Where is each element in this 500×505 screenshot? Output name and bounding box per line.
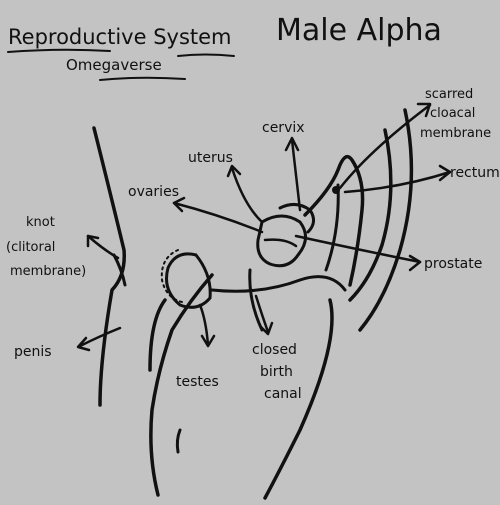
arrowhead-uterus (226, 164, 242, 178)
arrow-testes (198, 303, 210, 347)
title: Reproductive System (8, 25, 232, 49)
label-uterus: uterus (188, 150, 233, 166)
label-knot: knot (26, 215, 55, 230)
label-penis: penis (14, 344, 52, 360)
arrow-cervix (290, 138, 302, 212)
arrow-birth-canal (254, 294, 270, 334)
label-birth: birth (260, 364, 293, 380)
uterus-inner (263, 238, 298, 248)
cloaca-point (332, 186, 340, 194)
arrow-rectum (343, 170, 452, 194)
arrow-prostate (294, 234, 422, 264)
rectum-loop (303, 154, 365, 287)
label-closed: closed (252, 342, 297, 358)
arrowhead-rectum (438, 164, 452, 182)
rectum-inner (324, 183, 340, 272)
arrow-knot (86, 234, 120, 260)
arrow-scarred-membrane (338, 103, 432, 190)
label-clitoral-membrane: membrane) (10, 264, 86, 279)
arrowhead-scarred-membrane (416, 102, 432, 118)
testes-tick (175, 428, 182, 454)
canal-inner-line (248, 268, 264, 332)
membrane-arc-outer (358, 108, 414, 332)
arrow-ovaries (172, 201, 264, 234)
label-clitoral: (clitoral (6, 240, 55, 255)
body-outline-back (263, 298, 334, 500)
arrowhead-prostate (408, 254, 422, 272)
testes-dotted-outline (160, 249, 183, 303)
arrowhead-knot (86, 234, 100, 248)
arrowhead-birth-canal (258, 321, 274, 336)
subtitle-underline (99, 76, 186, 81)
label-cloacal: cloacal (430, 106, 475, 121)
label-cervix: cervix (262, 120, 305, 136)
arrowhead-cervix (284, 136, 300, 152)
arrow-uterus (230, 166, 264, 224)
label-membrane: membrane (420, 126, 491, 141)
testes-shape (165, 252, 212, 309)
leader-lines (76, 102, 452, 352)
penis-outline (149, 273, 214, 497)
body-outline-front (92, 126, 126, 407)
title-underline-right (177, 53, 235, 57)
heading: Male Alpha (276, 13, 442, 48)
label-testes: testes (176, 374, 219, 390)
penis-inner-line (148, 298, 167, 372)
membrane-arc-inner (348, 128, 393, 302)
label-rectum: rectum (450, 165, 500, 181)
cervix-organ (278, 203, 315, 234)
uterus-organ (256, 214, 307, 268)
label-ovaries: ovaries (128, 184, 179, 200)
arrow-penis (78, 326, 122, 348)
title-underline-left (7, 48, 111, 53)
label-canal: canal (264, 386, 302, 402)
arrowhead-testes (200, 334, 216, 348)
closed-birth-canal-tube (210, 275, 347, 293)
arrowhead-ovaries (172, 196, 186, 213)
subtitle: Omegaverse (66, 56, 162, 74)
arrowhead-penis (76, 336, 91, 352)
label-prostate: prostate (424, 256, 482, 272)
label-scarred: scarred (425, 87, 473, 102)
